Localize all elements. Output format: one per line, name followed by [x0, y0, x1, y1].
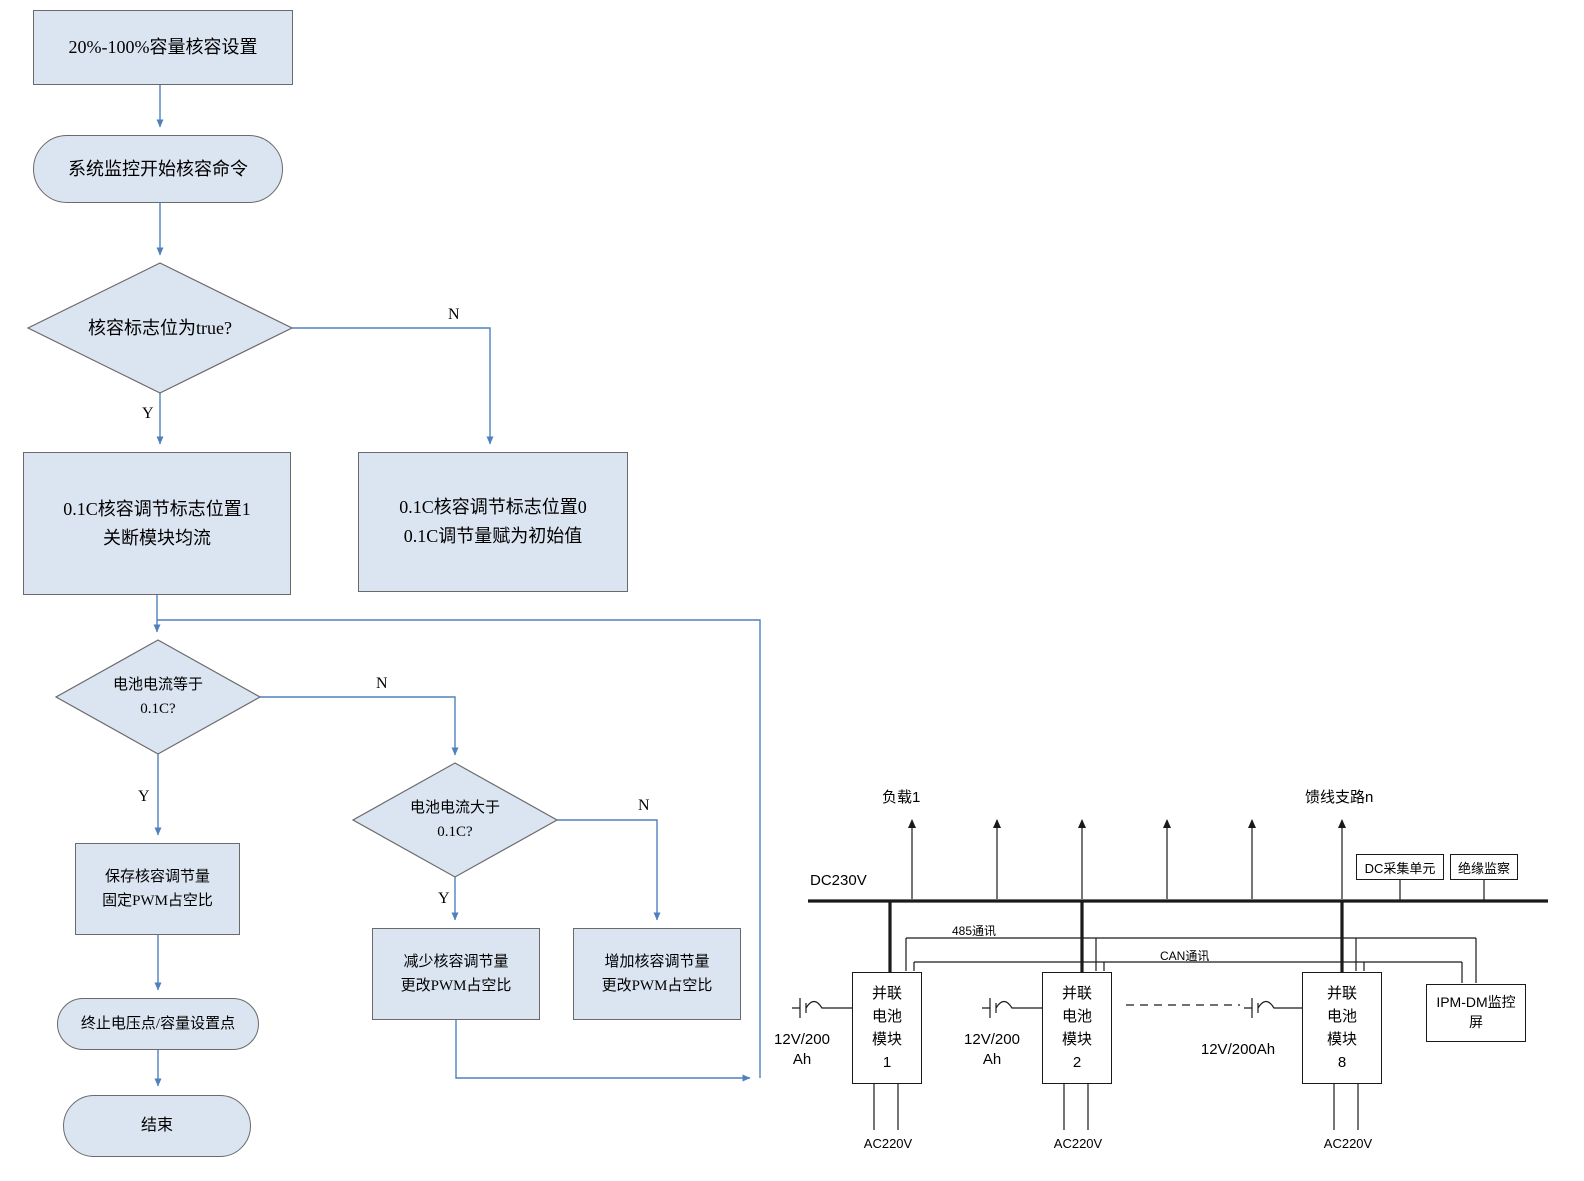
module8-line1: 并联 [1326, 984, 1357, 1002]
node-increase-adjustment: 增加核容调节量 更改PWM占空比 [573, 928, 741, 1020]
battery-rating-1: 12V/200 Ah [770, 1030, 834, 1071]
node-current-equal-decision: 电池电流等于 0.1C? [78, 670, 238, 724]
arrow-greater-no [557, 819, 661, 921]
battery-rating-1-line1: 12V/200 [774, 1031, 830, 1048]
current-greater-diamond [351, 762, 559, 878]
node-capacity-setting-label: 20%-100%容量核容设置 [68, 37, 258, 58]
module2-line4: 2 [1072, 1054, 1082, 1072]
node-current-greater-line1: 电池电流大于 [409, 800, 500, 816]
branch-equal-no: N [376, 675, 388, 692]
ac-input-label-1: AC220V [863, 1136, 913, 1151]
node-flag-decision-label: 核容标志位为true? [88, 317, 232, 338]
node-termination-point-label: 终止电压点/容量设置点 [80, 1016, 236, 1032]
node-end: 结束 [63, 1095, 251, 1157]
module8-line2: 电池 [1326, 1007, 1357, 1025]
ac-drop-2 [1063, 1084, 1089, 1130]
node-current-equal-line2: 0.1C? [140, 701, 176, 717]
battery-rating-2: 12V/200 Ah [960, 1030, 1024, 1071]
comm-can-line [913, 961, 1463, 983]
bus-voltage-label: DC230V [810, 872, 867, 889]
module1-line1: 并联 [871, 984, 902, 1002]
battery-module-8: 并联 电池 模块 8 [1302, 972, 1382, 1084]
battery-symbol-2 [982, 998, 1042, 1018]
node-flag-set-zero-line2: 0.1C调节量赋为初始值 [403, 526, 583, 546]
load-label: 负载1 [882, 789, 921, 806]
loop-bottom-line [455, 1020, 751, 1082]
comm-can-label: CAN通讯 [1160, 949, 1210, 963]
node-flag-decision: 核容标志位为true? [40, 310, 280, 346]
module8-line4: 8 [1337, 1054, 1347, 1072]
module8-line3: 模块 [1326, 1031, 1357, 1048]
battery-rating-1-line2: Ah [792, 1051, 812, 1069]
module2-line3: 模块 [1061, 1031, 1092, 1048]
battery-rating-2-line2: Ah [982, 1051, 1002, 1069]
node-flag-set-one-line1: 0.1C核容调节标志位置1 [63, 498, 251, 519]
comm-485-line [905, 937, 1477, 983]
branch-flag-no: N [448, 306, 460, 323]
battery-module-1: 并联 电池 模块 1 [852, 972, 922, 1084]
node-current-greater-decision: 电池电流大于 0.1C? [375, 793, 535, 847]
node-start-command: 系统监控开始核容命令 [33, 135, 283, 203]
dc-sampling-unit-box: DC采集单元 [1356, 854, 1444, 880]
node-current-greater-line2: 0.1C? [437, 824, 473, 840]
node-increase-adjustment-line1: 增加核容调节量 [604, 954, 710, 970]
comm-485-label: 485通讯 [952, 924, 997, 938]
node-increase-adjustment-line2: 更改PWM占空比 [601, 978, 713, 994]
battery-symbol-8 [1244, 998, 1302, 1018]
node-save-adjustment-line2: 固定PWM占空比 [102, 893, 213, 909]
node-termination-point: 终止电压点/容量设置点 [57, 998, 259, 1050]
module1-line4: 1 [882, 1054, 892, 1072]
insulation-monitor-box: 绝缘监察 [1450, 854, 1518, 880]
branch-greater-yes: Y [438, 890, 450, 907]
battery-rating-8-line1: 12V/200Ah [1200, 1041, 1276, 1058]
current-equal-diamond [54, 639, 262, 755]
battery-rating-8: 12V/200Ah [1190, 1040, 1286, 1060]
ipm-dm-monitor-line1: IPM-DM监控 [1436, 994, 1516, 1011]
decision-shapes [26, 262, 559, 878]
node-flag-set-one-line2: 关断模块均流 [103, 527, 211, 548]
battery-symbol-1 [792, 998, 852, 1018]
schematic-wires [792, 819, 1548, 1130]
ac-input-label-8: AC220V [1323, 1136, 1373, 1151]
node-current-equal-line1: 电池电流等于 [112, 677, 203, 693]
node-flag-set-zero: 0.1C核容调节标志位置0 0.1C调节量赋为初始值 [358, 452, 628, 592]
node-save-adjustment-line1: 保存核容调节量 [104, 869, 210, 885]
node-flag-set-one: 0.1C核容调节标志位置1 关断模块均流 [23, 452, 291, 595]
node-end-label: 结束 [140, 1117, 173, 1135]
loop-return-line [157, 619, 761, 1078]
node-save-adjustment: 保存核容调节量 固定PWM占空比 [75, 843, 240, 935]
branch-flag-yes: Y [142, 405, 154, 422]
flowchart-connectors [153, 85, 761, 1087]
dc-sampling-unit-label: DC采集单元 [1364, 860, 1436, 876]
module2-line1: 并联 [1061, 984, 1092, 1002]
ac-input-label-2: AC220V [1053, 1136, 1103, 1151]
module2-line2: 电池 [1061, 1007, 1092, 1025]
ac-drop-8 [1333, 1084, 1359, 1130]
node-decrease-adjustment: 减少核容调节量 更改PWM占空比 [372, 928, 540, 1020]
ac-drop-1 [873, 1084, 899, 1130]
ipm-dm-monitor-box: IPM-DM监控 屏 [1426, 984, 1526, 1042]
battery-module-2: 并联 电池 模块 2 [1042, 972, 1112, 1084]
module1-line2: 电池 [871, 1007, 902, 1025]
battery-rating-2-line1: 12V/200 [964, 1031, 1020, 1048]
branch-equal-yes: Y [138, 788, 150, 805]
ipm-dm-monitor-line2: 屏 [1469, 1014, 1483, 1030]
branch-greater-no: N [638, 797, 650, 814]
node-start-command-label: 系统监控开始核容命令 [68, 158, 248, 179]
node-decrease-adjustment-line2: 更改PWM占空比 [400, 978, 512, 994]
node-flag-set-zero-line1: 0.1C核容调节标志位置0 [399, 497, 587, 518]
flag-decision-diamond [26, 262, 294, 394]
insulation-monitor-label: 绝缘监察 [1457, 860, 1510, 876]
node-decrease-adjustment-line1: 减少核容调节量 [403, 954, 509, 970]
arrow-equal-no [260, 696, 459, 756]
module1-line3: 模块 [871, 1031, 902, 1048]
arrow-flag-no [292, 327, 494, 445]
feeder-label: 馈线支路n [1305, 789, 1374, 806]
node-capacity-setting: 20%-100%容量核容设置 [33, 10, 293, 85]
